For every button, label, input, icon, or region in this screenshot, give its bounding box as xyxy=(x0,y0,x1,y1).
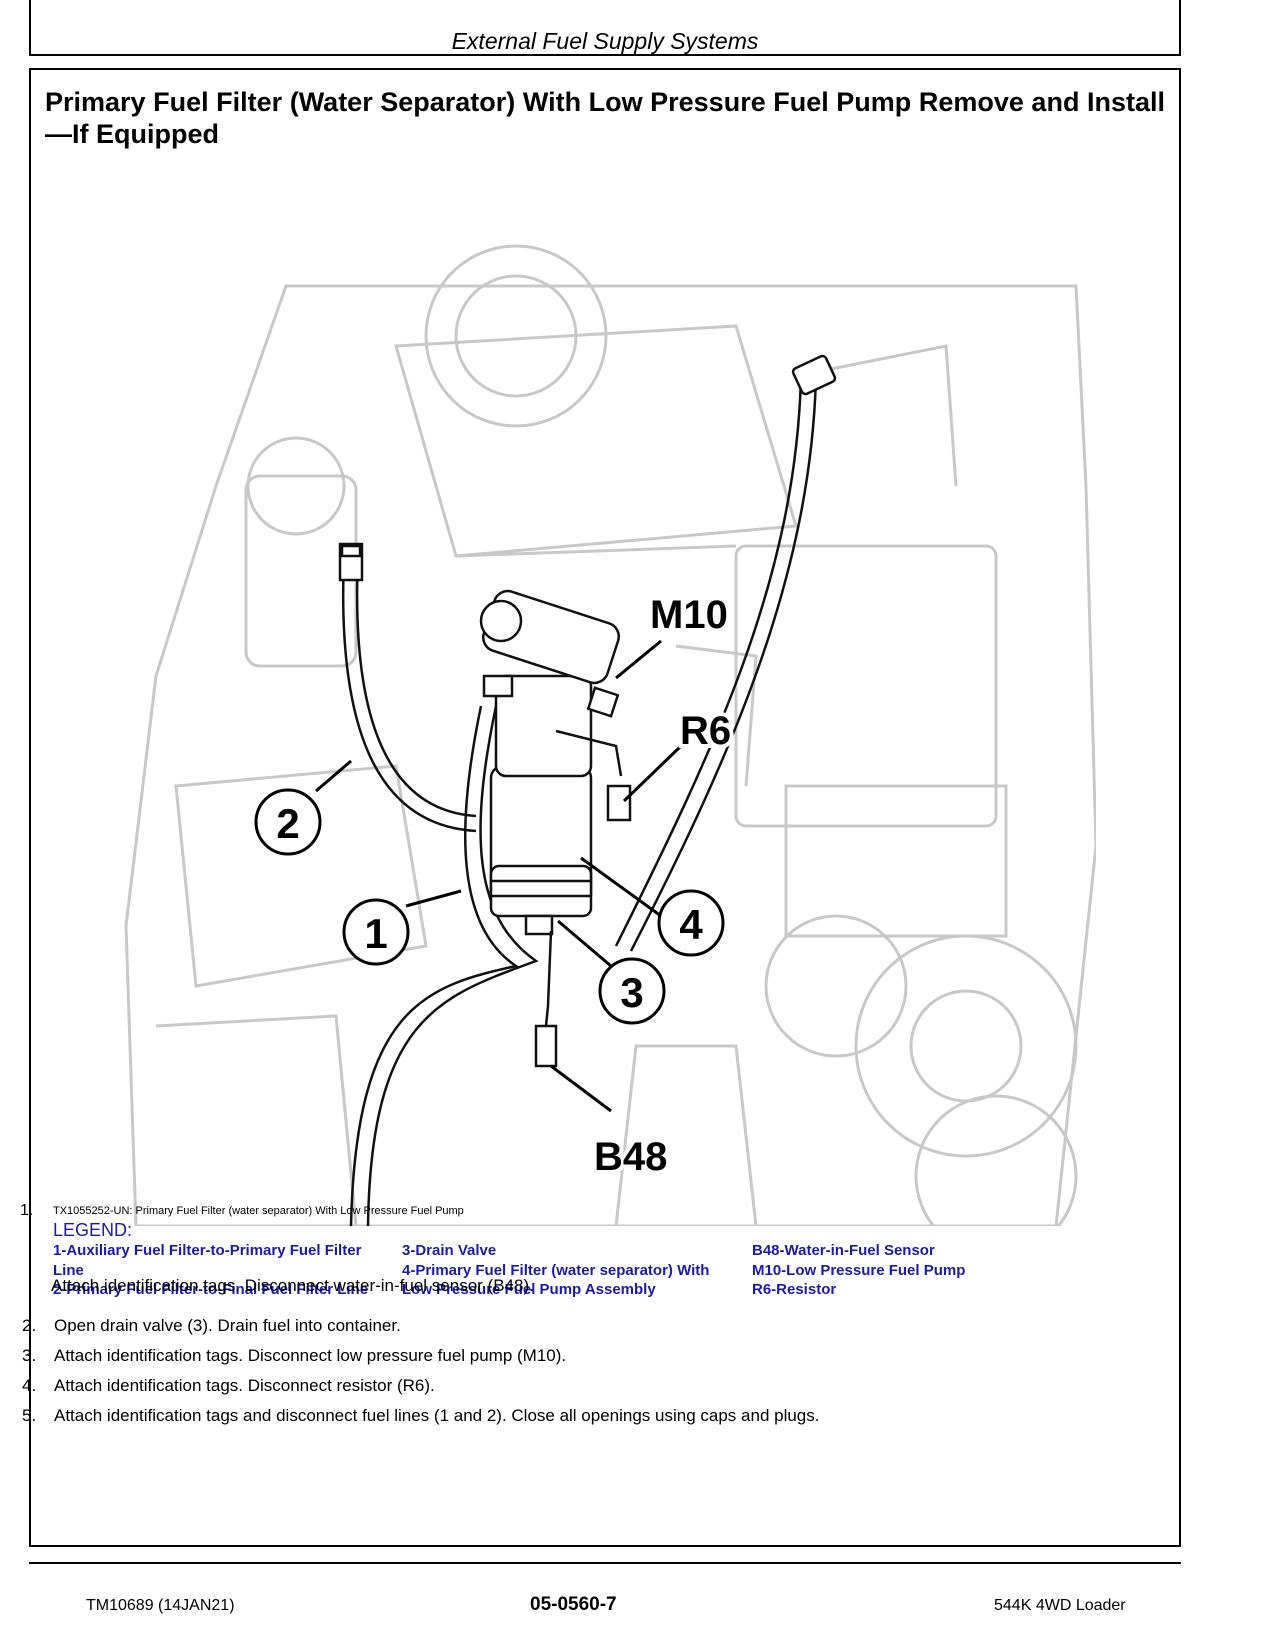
footer-doc-id: TM10689 (14JAN21) xyxy=(86,1597,235,1614)
caption-number: 1. xyxy=(20,1202,34,1219)
step-number: 2. xyxy=(22,1316,37,1335)
step-number: 5. xyxy=(22,1406,37,1425)
callout-1: 1 xyxy=(342,898,410,966)
callout-4: 4 xyxy=(657,889,725,957)
callout-m10: M10 xyxy=(650,593,728,637)
step-5: 5. Attach identification tags and disconn… xyxy=(22,1406,819,1426)
step-text: Attach identification tags. Disconnect l… xyxy=(54,1346,567,1365)
step-2: 2. Open drain valve (3). Drain fuel into … xyxy=(22,1316,401,1336)
legend-item: Line xyxy=(53,1261,84,1279)
fuel-line-return xyxy=(614,354,837,952)
callout-r6: R6 xyxy=(680,709,731,753)
legend-column-3: B48-Water-in-Fuel Sensor M10-Low Pressur… xyxy=(752,1241,965,1300)
step-text: Attach identification tags. Disconnect r… xyxy=(54,1376,435,1395)
step-1-text: Attach identification tags. Disconnect w… xyxy=(51,1276,534,1295)
legend-item: 4-Primary Fuel Filter (water separator) … xyxy=(402,1261,710,1279)
legend-heading: LEGEND: xyxy=(53,1220,133,1240)
resistor-harness xyxy=(555,729,632,822)
footer-page-number: 05-0560-7 xyxy=(530,1594,617,1615)
step-number: 4. xyxy=(22,1376,37,1395)
step-3: 3. Attach identification tags. Disconnect… xyxy=(22,1346,566,1366)
callout-b48: B48 xyxy=(594,1135,667,1179)
step-4: 4. Attach identification tags. Disconnect… xyxy=(22,1376,435,1396)
callout-2-label: 2 xyxy=(276,800,299,847)
legend-item: 1-Auxiliary Fuel Filter-to-Primary Fuel … xyxy=(53,1242,362,1259)
callout-2: 2 xyxy=(254,788,322,856)
leader-lines xyxy=(315,639,683,1113)
callout-3: 3 xyxy=(598,957,666,1025)
footer-rule xyxy=(29,1562,1181,1564)
low-pressure-pump xyxy=(479,589,621,718)
legend-item: 2-Primary Fuel Filter-to-Final Fuel Filt… xyxy=(53,1281,369,1298)
step-text: Open drain valve (3). Drain fuel into co… xyxy=(54,1316,401,1335)
step-text: Attach identification tags and disconnec… xyxy=(54,1406,820,1425)
fuel-line-2 xyxy=(338,542,477,833)
legend-item: B48-Water-in-Fuel Sensor xyxy=(752,1242,935,1259)
legend-item: R6-Resistor xyxy=(752,1281,837,1298)
legend-column-1: 1-Auxiliary Fuel Filter-to-Primary Fuel … xyxy=(53,1241,368,1300)
page-header: External Fuel Supply Systems xyxy=(29,0,1181,56)
legend-column-2: 3-Drain Valve 4-Primary Fuel Filter (wat… xyxy=(402,1241,709,1300)
callout-1-label: 1 xyxy=(364,910,387,957)
content-box: Primary Fuel Filter (Water Separator) Wi… xyxy=(29,68,1181,1547)
legend-item: M10-Low Pressure Fuel Pump xyxy=(752,1261,966,1279)
filter-assembly xyxy=(482,674,593,936)
engine-illustration: 2 1 4 3 M10 R6 B48 xyxy=(96,226,1098,1258)
fuel-line-1 xyxy=(349,705,539,1227)
figure-caption: TX1055252-UN: Primary Fuel Filter (water… xyxy=(53,1205,464,1217)
water-in-fuel-sensor xyxy=(534,930,558,1068)
step-number: 3. xyxy=(22,1346,37,1365)
callout-3-label: 3 xyxy=(620,969,643,1016)
legend-item: 3-Drain Valve xyxy=(402,1242,497,1259)
legend-item: Low Pressure Fuel Pump Assembly xyxy=(402,1281,656,1298)
header-title: External Fuel Supply Systems xyxy=(451,28,759,54)
footer-model: 544K 4WD Loader xyxy=(994,1597,1126,1614)
section-title: Primary Fuel Filter (Water Separator) Wi… xyxy=(45,87,1165,149)
callout-4-label: 4 xyxy=(679,901,703,948)
engine-background xyxy=(124,244,1098,1258)
